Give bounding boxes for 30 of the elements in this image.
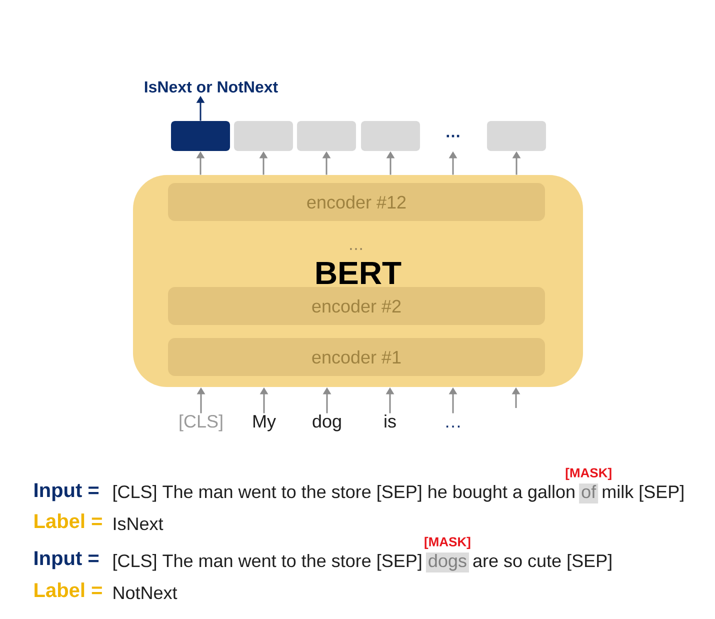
row-label: Input = [34,483,99,502]
input-token: My [254,415,276,432]
input-token: dog [312,414,341,432]
row-label: Input = [34,551,99,570]
ellipsis: … [446,134,460,138]
sentence-text: [CLS] The man went to the store [SEP] [114,554,422,571]
sentence-text: milk [SEP] [602,484,684,502]
mask-tag: [MASK] [424,536,470,549]
output-label: IsNext or NotNext [144,81,278,93]
sentence-text: [CLS] The man went to the store [SEP] he bought a gallon [114,484,574,502]
ellipsis: … [446,426,460,428]
output-box [297,121,356,151]
row-label: Label = [34,582,102,598]
ellipsis: … [350,248,362,250]
output-box [234,121,293,151]
row-label: Label = [34,514,102,528]
sentence-text: are so cute [SEP] [473,554,612,571]
mask-tag: [MASK] [566,468,612,480]
label-value: NotNext [114,586,178,600]
masked-word: of [579,484,598,504]
output-box [361,121,420,151]
output-box [487,121,546,151]
input-token: [CLS] [180,414,222,432]
encoder-layer: encoder #12 [168,183,545,221]
encoder-layer: encoder #2 [168,287,545,325]
label-value: IsNext [114,518,164,530]
encoder-layer: encoder #1 [168,338,545,376]
output-box [171,121,230,151]
input-token: is [384,414,396,428]
masked-word: dogs [426,552,469,572]
